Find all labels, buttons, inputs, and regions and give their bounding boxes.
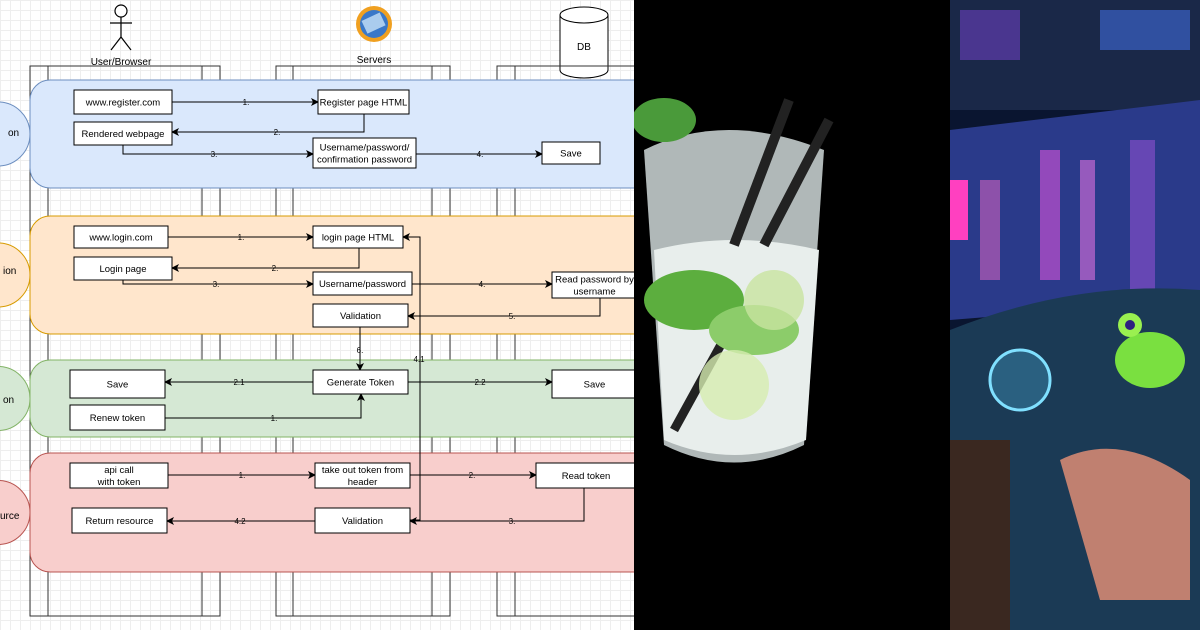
process-box-label: Login page — [99, 264, 146, 275]
process-box: Rendered webpage — [73, 121, 173, 146]
step-label: 5. — [509, 312, 516, 321]
db-cylinder-icon — [559, 6, 609, 79]
process-box: Read token — [535, 462, 637, 489]
process-box-label: username — [573, 287, 615, 298]
process-box: Register page HTML — [317, 89, 410, 115]
frog — [1115, 332, 1185, 388]
step-label: 6. — [357, 346, 364, 355]
process-box: Save — [69, 369, 166, 399]
process-box-label: Register page HTML — [320, 98, 408, 109]
process-box-label: Validation — [342, 516, 383, 527]
process-box: Validation — [314, 507, 411, 534]
process-box-label: Rendered webpage — [82, 129, 165, 140]
process-box: Username/password/confirmation password — [312, 137, 417, 169]
process-box: Save — [551, 369, 638, 399]
step-label: 2.1 — [233, 378, 245, 387]
process-box-label: Validation — [340, 311, 381, 322]
straw — [729, 98, 794, 247]
process-box-label: api call — [104, 465, 134, 476]
arrows — [122, 98, 601, 525]
frog-cockpit-artwork — [950, 0, 1200, 630]
process-box-label: Username/password/ — [320, 143, 410, 154]
cocktail-photo — [632, 0, 950, 630]
step-label: 1. — [239, 471, 246, 480]
process-box: Username/password — [312, 271, 413, 296]
diagram-canvas: User/Browser Servers DB on ion on urce 1… — [0, 4, 671, 617]
process-box-label: Renew token — [90, 413, 145, 424]
hand — [1060, 448, 1190, 600]
process-box-label: Username/password — [319, 279, 406, 290]
actor-user-label: User/Browser — [91, 57, 152, 68]
process-box-label: Save — [584, 380, 606, 391]
mint-leaf — [632, 98, 696, 142]
neon-screen — [950, 180, 968, 240]
step-label: 1. — [271, 414, 278, 423]
step-label: 2. — [469, 471, 476, 480]
step-label: 2.2 — [474, 378, 486, 387]
process-box: Validation — [312, 303, 409, 328]
process-box-label: www.register.com — [85, 98, 161, 109]
process-box-label: take out token from — [322, 465, 403, 476]
gauge — [988, 348, 1052, 412]
process-box: www.register.com — [73, 89, 173, 115]
process-box: Return resource — [71, 507, 168, 534]
lane-label-authentication: ion — [3, 266, 16, 277]
process-box: Generate Token — [312, 369, 409, 395]
process-box-label: Return resource — [85, 516, 153, 527]
lime-slice — [699, 350, 769, 420]
process-box: login page HTML — [312, 225, 404, 249]
step-label: 2. — [272, 264, 279, 273]
servers-icon — [356, 6, 392, 42]
step-label: 4. — [479, 280, 486, 289]
process-box-label: login page HTML — [322, 233, 394, 244]
process-box-label: Generate Token — [327, 378, 394, 389]
straw — [759, 117, 834, 248]
step-label: 3. — [213, 280, 220, 289]
sequence-diagram: User/Browser Servers DB on ion on urce 1… — [0, 0, 671, 630]
process-box-label: Save — [107, 380, 129, 391]
step-label: 1. — [238, 233, 245, 242]
step-label: 3. — [509, 517, 516, 526]
process-box: Renew token — [69, 404, 166, 431]
process-box-label: Read password by — [555, 275, 634, 286]
lane-label-token: on — [3, 395, 14, 406]
user-actor-icon — [110, 4, 132, 51]
actor-servers-label: Servers — [357, 55, 391, 66]
process-box: www.login.com — [73, 225, 169, 249]
step-label: 4. — [477, 150, 484, 159]
pilot-arm — [950, 440, 1010, 630]
process-box-label: www.login.com — [88, 233, 152, 244]
process-box-label: Read token — [562, 471, 611, 482]
process-box-label: header — [348, 477, 378, 488]
step-label: 1. — [243, 98, 250, 107]
process-box-label: with token — [97, 477, 141, 488]
lane-label-resource: urce — [0, 511, 20, 522]
step-label: 4.2 — [234, 517, 246, 526]
step-label: 3. — [211, 150, 218, 159]
process-box: Login page — [73, 256, 173, 281]
process-box-label: Save — [560, 149, 582, 160]
step-label: 4.1 — [413, 355, 425, 364]
process-box: Save — [541, 141, 601, 165]
lime-slice — [744, 270, 804, 330]
step-label: 2. — [274, 128, 281, 137]
lane-label-registration: on — [8, 128, 19, 139]
process-box-label: confirmation password — [317, 155, 412, 166]
actor-db-label: DB — [577, 42, 591, 53]
